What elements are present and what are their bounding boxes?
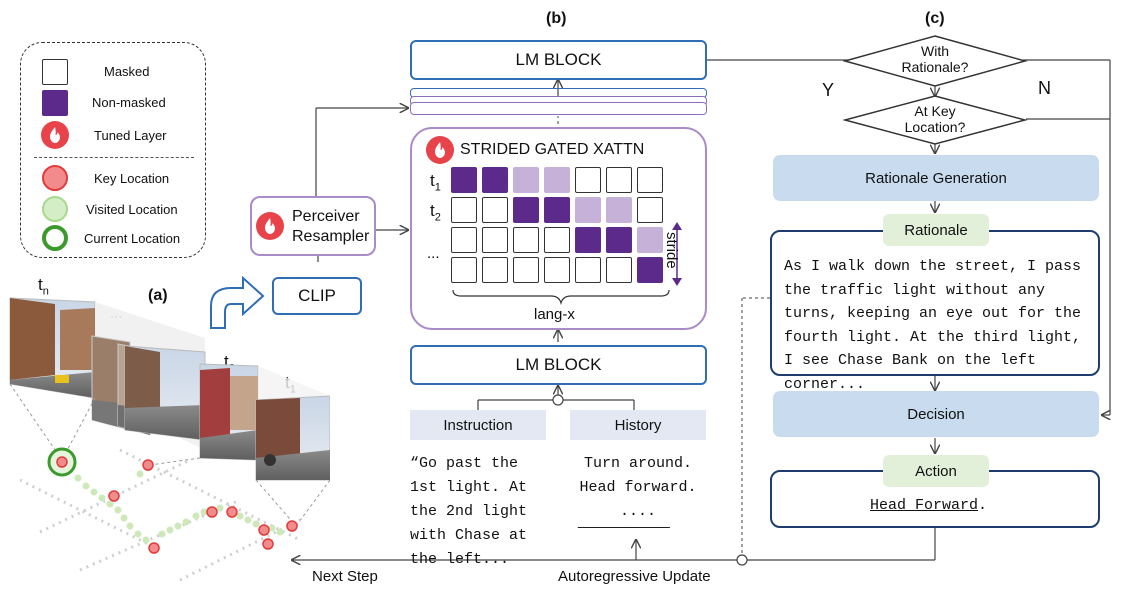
mask-cell-dark [451, 167, 477, 193]
no-label: N [1038, 78, 1051, 98]
decision-diamonds [843, 35, 1028, 145]
street-image-t1 [255, 395, 330, 481]
rationale-label: Rationale [883, 214, 989, 246]
history-label: History [570, 410, 706, 440]
rationale-generation-box: Rationale Generation [773, 155, 1099, 201]
perceiver-label: Perceiver Resampler [292, 208, 370, 245]
action-label: Action [883, 455, 989, 487]
fire-icon [426, 136, 454, 164]
layer-strip [410, 88, 707, 116]
mask-cell-empty [482, 197, 508, 223]
mask-cell-empty [513, 257, 539, 283]
row-label-t1: t1 [430, 171, 441, 194]
mask-cell-empty [544, 227, 570, 253]
lang-x-label: lang-x [534, 306, 575, 323]
legend-tuned-label: Tuned Layer [94, 128, 167, 143]
legend-divider [34, 157, 194, 158]
mask-cell-light [606, 197, 632, 223]
panel-b-label: (b) [546, 10, 567, 27]
mask-cell-dark [575, 227, 601, 253]
curved-arrow-icon [210, 275, 265, 329]
history-blank: ___________ [578, 512, 670, 529]
history-text: Turn around. Head forward. .... [579, 455, 697, 520]
legend-masked-swatch [42, 59, 68, 85]
autoregressive-update-label: Autoregressive Update [558, 568, 711, 585]
legend-current-label: Current Location [84, 231, 181, 246]
route-map [20, 447, 301, 582]
row-label-t2: t2 [430, 201, 441, 224]
mask-cell-empty [606, 257, 632, 283]
rationale-box [770, 230, 1100, 376]
next-step-label: Next Step [312, 568, 378, 585]
mask-cell-dark [544, 197, 570, 223]
clip-box: CLIP [272, 277, 362, 315]
xattn-title: STRIDED GATED XATTN [460, 141, 645, 158]
legend-masked-label: Masked [104, 64, 150, 79]
mask-cell-dark [606, 227, 632, 253]
street-image-tn [9, 297, 96, 399]
mask-cell-empty [637, 197, 663, 223]
decision-box: Decision [773, 391, 1099, 437]
time-label-tn: tn [38, 275, 49, 298]
mask-cell-empty [451, 257, 477, 283]
mask-cell-light [544, 167, 570, 193]
visited-location-icon [42, 196, 68, 222]
street-image-mid-3 [124, 345, 206, 441]
with-rationale-text: With Rationale? [901, 43, 969, 75]
mask-cell-empty [544, 257, 570, 283]
legend-nonmasked-swatch [42, 90, 68, 116]
panel-c-label: (c) [925, 10, 945, 27]
lm-block-bottom: LM BLOCK [410, 345, 707, 385]
row-label-dots: ... [427, 245, 440, 262]
lang-x-brace [452, 289, 670, 306]
attention-mask-grid [451, 167, 671, 289]
mask-cell-dark [482, 167, 508, 193]
stride-label: stride [663, 232, 680, 269]
legend-nonmasked-label: Non-masked [92, 95, 166, 110]
instruction-label: Instruction [410, 410, 546, 440]
mask-cell-light [637, 227, 663, 253]
fire-icon [41, 121, 69, 149]
mask-cell-light [513, 167, 539, 193]
mask-cell-dark [513, 197, 539, 223]
action-text: Head Forward. [870, 497, 988, 514]
at-key-location-text: At Key Location? [904, 103, 966, 135]
mask-cell-empty [575, 167, 601, 193]
lm-block-top: LM BLOCK [410, 40, 707, 80]
instruction-text: “Go past the 1st light. At the 2nd light… [410, 455, 528, 568]
mask-cell-empty [606, 167, 632, 193]
mask-cell-empty [575, 257, 601, 283]
panel-a-label: (a) [148, 287, 168, 304]
mask-cell-empty [451, 227, 477, 253]
yes-label: Y [822, 80, 835, 100]
mask-cell-empty [451, 197, 477, 223]
rationale-text: As I walk down the street, I pass the tr… [784, 258, 1082, 393]
key-location-icon [42, 165, 68, 191]
stride-arrow [672, 222, 682, 286]
current-location-icon [42, 225, 68, 251]
mask-cell-dark [637, 257, 663, 283]
legend-key-label: Key Location [94, 171, 170, 186]
mask-cell-empty [513, 227, 539, 253]
mask-cell-empty [482, 257, 508, 283]
fire-icon [256, 212, 284, 240]
street-image-t2 [199, 363, 259, 461]
legend-panel [20, 42, 206, 258]
mask-cell-empty [637, 167, 663, 193]
mask-cell-empty [482, 227, 508, 253]
street-view-stack [9, 297, 330, 527]
legend-visited-label: Visited Location [86, 202, 178, 217]
mask-cell-light [575, 197, 601, 223]
